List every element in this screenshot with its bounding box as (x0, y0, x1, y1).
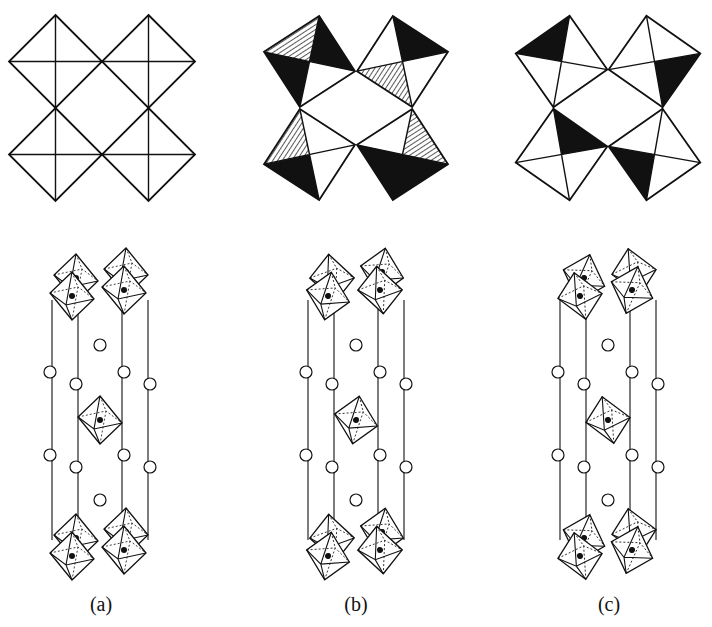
unit-cell (44, 248, 156, 580)
panel-label: (b) (344, 593, 367, 616)
unit-cell (552, 243, 664, 584)
tilted-octahedra-projection (254, 6, 457, 209)
octahedra-projection (9, 15, 195, 201)
unit-cell (300, 245, 412, 583)
panel-label: (c) (598, 593, 620, 616)
tilted-octahedra-projection (508, 8, 709, 209)
panel-label: (a) (90, 593, 112, 616)
